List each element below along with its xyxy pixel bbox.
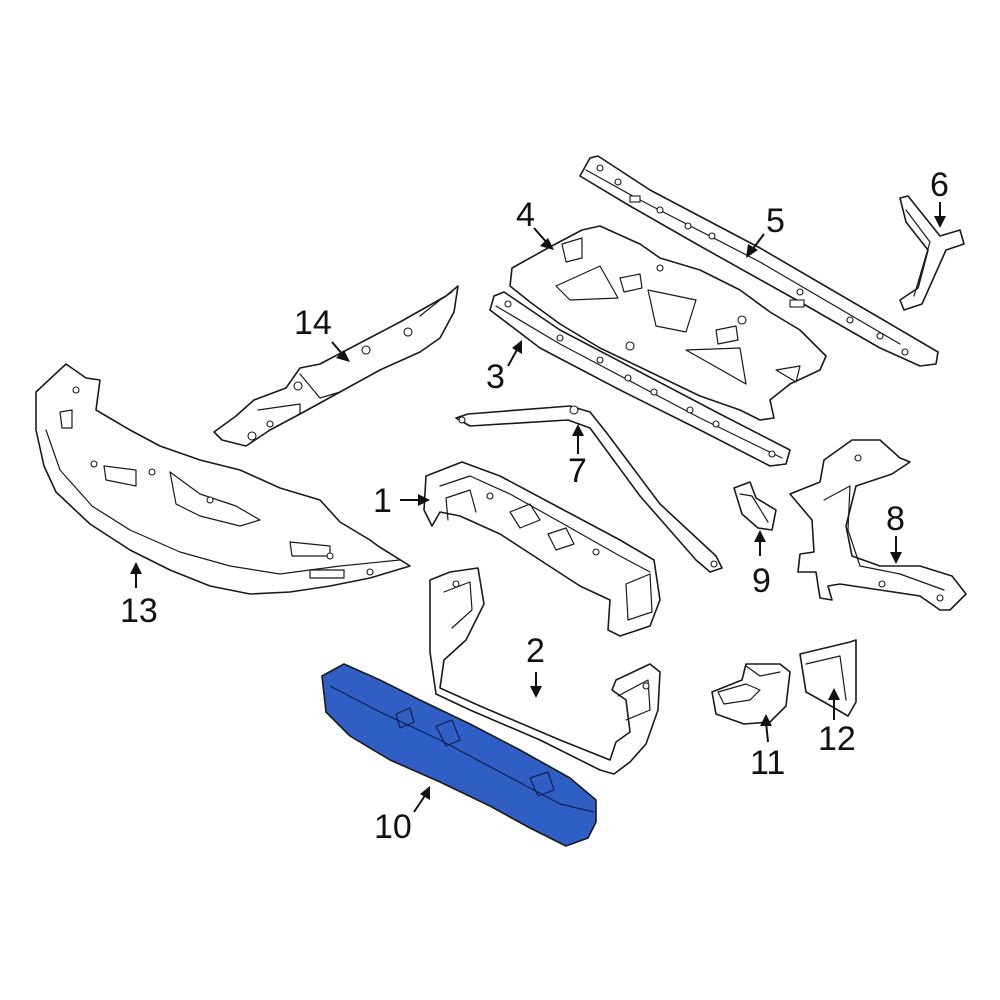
part-6-bracket[interactable] bbox=[899, 195, 965, 311]
part-7-brace[interactable] bbox=[455, 405, 723, 573]
callout-8: 8 bbox=[886, 500, 905, 538]
callout-10: 10 bbox=[374, 808, 412, 846]
part-11-air-duct[interactable] bbox=[711, 663, 791, 725]
part-5-upper-tie-bar[interactable] bbox=[579, 155, 939, 367]
part-2-lower-frame[interactable] bbox=[429, 567, 661, 775]
part-8-side-member[interactable] bbox=[789, 439, 967, 611]
part-4-cover-panel[interactable] bbox=[509, 225, 827, 421]
leader-arrows bbox=[130, 202, 946, 813]
callout-11: 11 bbox=[750, 744, 785, 782]
callout-5: 5 bbox=[766, 202, 785, 240]
callout-3: 3 bbox=[486, 358, 505, 396]
callout-14: 14 bbox=[294, 304, 332, 342]
callout-1: 1 bbox=[373, 482, 392, 520]
part-10-fill bbox=[321, 663, 597, 847]
callout-4: 4 bbox=[516, 196, 535, 234]
part-10-energy-absorber[interactable] bbox=[321, 663, 597, 847]
callout-7: 7 bbox=[568, 452, 587, 490]
part-9-bracket[interactable] bbox=[733, 481, 777, 531]
part-13-splash-shield[interactable] bbox=[35, 363, 411, 595]
part-14-side-bracket[interactable] bbox=[213, 285, 459, 447]
part-12-air-duct[interactable] bbox=[799, 639, 857, 717]
part-1-upper-carrier[interactable] bbox=[423, 461, 661, 637]
callout-6: 6 bbox=[930, 166, 949, 204]
callout-13: 13 bbox=[120, 592, 158, 630]
callout-2: 2 bbox=[526, 632, 545, 670]
callout-labels: 1 2 3 4 5 6 7 8 9 10 11 12 13 14 bbox=[120, 166, 949, 846]
part-3-lower-tie-bar[interactable] bbox=[489, 291, 791, 467]
callout-9: 9 bbox=[752, 562, 771, 600]
callout-12: 12 bbox=[818, 720, 856, 758]
